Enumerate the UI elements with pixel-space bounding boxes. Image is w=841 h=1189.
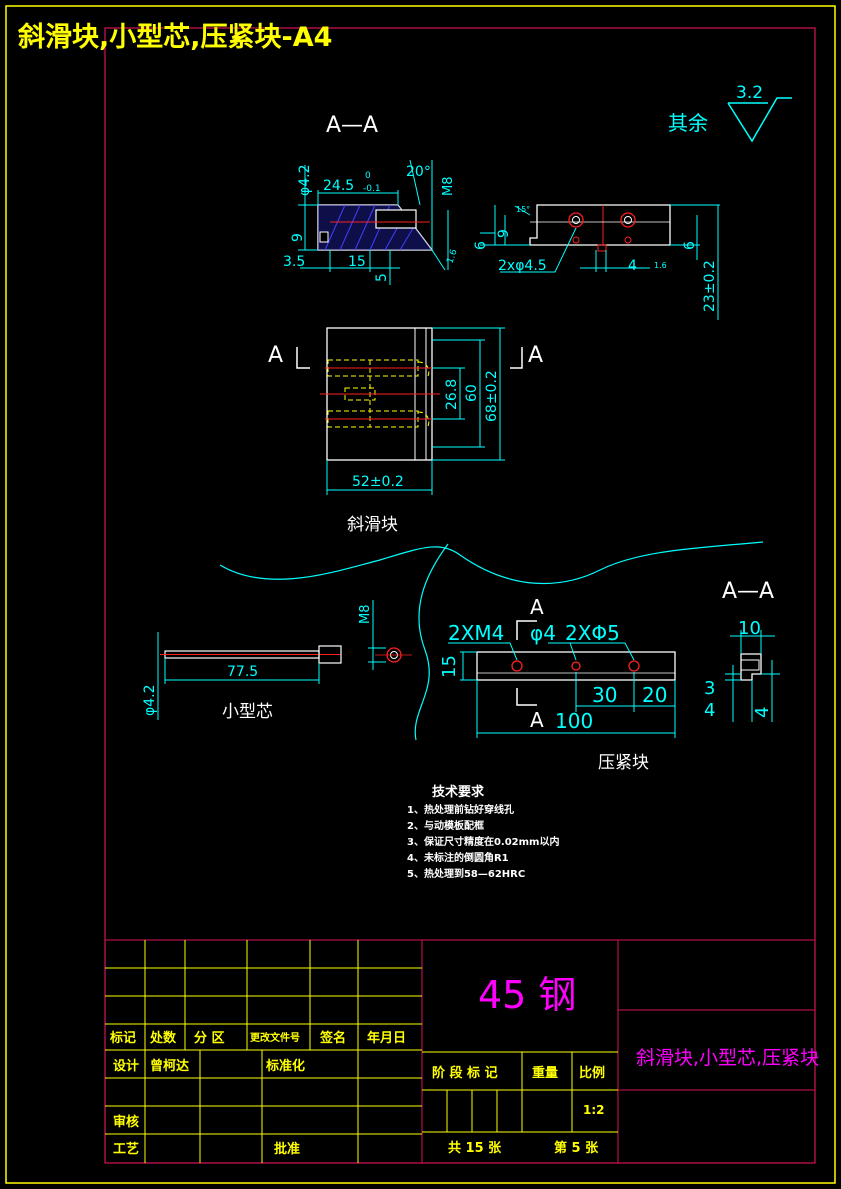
slider-caption: 斜滑块 — [347, 515, 398, 535]
side-dim-4: 4 — [628, 258, 637, 274]
roughness-prefix: 其余 — [668, 111, 708, 135]
rev-header: 处数 — [149, 1030, 177, 1046]
clamp-dim-30: 30 — [592, 683, 617, 707]
clamp-sec-dim-3: 3 — [704, 678, 715, 699]
clamp-sec-dim-4b: 4 — [752, 707, 773, 718]
clamp-dim-20: 20 — [642, 683, 667, 707]
rev-header: 年月日 — [367, 1030, 406, 1046]
side-dim-15deg: 15° — [516, 205, 530, 214]
dim-r16: 1.6 — [445, 248, 459, 265]
clamp-section-label: A—A — [722, 579, 774, 604]
dim-9: 9 — [290, 233, 306, 242]
section-label-aa: A—A — [326, 113, 378, 138]
clamp-cut-label-top: A — [530, 595, 544, 619]
material-label: 45 钢 — [478, 973, 576, 1017]
clamp-sec-dim-10: 10 — [738, 618, 761, 639]
clamp-dim-100: 100 — [555, 709, 593, 733]
technical-requirements: 技术要求 1、热处理前钻好穿线孔 2、与动模板配框 3、保证尺寸精度在0.02m… — [407, 784, 559, 880]
core-caption: 小型芯 — [222, 702, 273, 722]
note-item: 5、热处理到58—62HRC — [407, 867, 525, 880]
dim-35: 3.5 — [283, 254, 305, 270]
core-dim-m8: M8 — [358, 605, 373, 625]
side-dim-6a: 6 — [473, 241, 489, 250]
dim-angle-20: 20° — [406, 164, 431, 180]
designer-name: 曾柯达 — [150, 1058, 189, 1074]
stage-label: 阶 段 标 记 — [432, 1065, 498, 1081]
plan-dim-68: 68±0.2 — [484, 370, 500, 422]
review-label: 审核 — [113, 1114, 139, 1130]
slider-plan-view: A A 26.8 60 68±0.2 52±0.2 斜滑块 — [268, 327, 543, 535]
side-dim-23: 23±0.2 — [702, 260, 718, 312]
clamp-caption: 压紧块 — [598, 753, 649, 773]
rev-header: 签名 — [319, 1030, 346, 1046]
drawing-header-title: 斜滑块,小型芯,压紧块-A4 — [17, 22, 332, 53]
side-dim-6b: 6 — [682, 241, 698, 250]
note-item: 3、保证尺寸精度在0.02mm以内 — [407, 835, 559, 848]
standard-label: 标准化 — [265, 1058, 305, 1074]
clamp-dim-2xphi5: 2XΦ5 — [565, 621, 620, 645]
core-view: 77.5 φ4.2 M8 小型芯 — [142, 600, 412, 722]
slider-section-view: A—A φ4.2 24.5 0 -0.1 20° — [283, 113, 460, 285]
rev-header: 分 区 — [194, 1030, 225, 1046]
scale-label: 比例 — [579, 1065, 605, 1081]
sheet-border — [5, 5, 836, 1184]
dim-tol-upper: 0 — [365, 171, 371, 181]
clamp-view: A A 2XM4 φ4 2XΦ5 15 30 20 100 压紧块 — [439, 595, 676, 773]
slider-side-view: 15° 9 6 2xφ4.5 4 1.6 6 23±0.2 — [473, 204, 720, 320]
core-dim-diameter: φ4.2 — [142, 685, 158, 717]
plan-cut-label-left: A — [268, 343, 283, 368]
surface-roughness-symbol: 其余 3.2 — [668, 83, 792, 143]
plan-cut-label-right: A — [528, 343, 543, 368]
approve-label: 批准 — [274, 1141, 300, 1157]
rev-header: 更改文件号 — [250, 1031, 300, 1044]
clamp-dim-2xm4: 2XM4 — [448, 621, 504, 645]
sheets-total: 共 15 张 — [448, 1140, 502, 1156]
side-dim-holes: 2xφ4.5 — [498, 258, 547, 274]
note-item: 4、未标注的倒圆角R1 — [407, 851, 509, 864]
notes-heading: 技术要求 — [432, 784, 485, 800]
break-lines — [219, 541, 764, 741]
note-item: 2、与动模板配框 — [407, 819, 484, 832]
dim-245: 24.5 — [323, 178, 354, 194]
clamp-dim-15: 15 — [439, 655, 460, 678]
title-block: 45 钢 斜滑块,小型芯,压紧块 标记 处数 分 区 更改文件号 签名 年月日 … — [105, 939, 819, 1163]
roughness-value: 3.2 — [736, 83, 763, 103]
scale-value: 1:2 — [583, 1103, 605, 1117]
note-item: 1、热处理前钻好穿线孔 — [407, 803, 514, 816]
sheet-number: 第 5 张 — [554, 1140, 599, 1156]
clamp-cut-label-bottom: A — [530, 708, 544, 732]
dim-phi42: φ4.2 — [297, 165, 313, 197]
design-label: 设计 — [113, 1058, 139, 1074]
clamp-section-view: A—A 10 3 4 4 — [704, 579, 780, 722]
core-dim-length: 77.5 — [227, 664, 258, 680]
process-label: 工艺 — [113, 1141, 139, 1157]
dim-15: 15 — [348, 254, 366, 270]
side-dim-r16: 1.6 — [654, 261, 667, 270]
clamp-sec-dim-4a: 4 — [704, 700, 715, 721]
side-dim-9: 9 — [496, 229, 512, 238]
plan-dim-52: 52±0.2 — [352, 474, 404, 490]
dim-5: 5 — [374, 273, 390, 282]
drawing-name: 斜滑块,小型芯,压紧块 — [636, 1047, 819, 1069]
dim-m8: M8 — [441, 177, 456, 197]
dim-tol-lower: -0.1 — [363, 184, 381, 194]
weight-label: 重量 — [532, 1065, 558, 1081]
plan-dim-268: 26.8 — [444, 379, 460, 410]
plan-dim-60: 60 — [464, 384, 480, 402]
rev-header: 标记 — [109, 1030, 136, 1046]
clamp-dim-phi4: φ4 — [530, 621, 556, 645]
